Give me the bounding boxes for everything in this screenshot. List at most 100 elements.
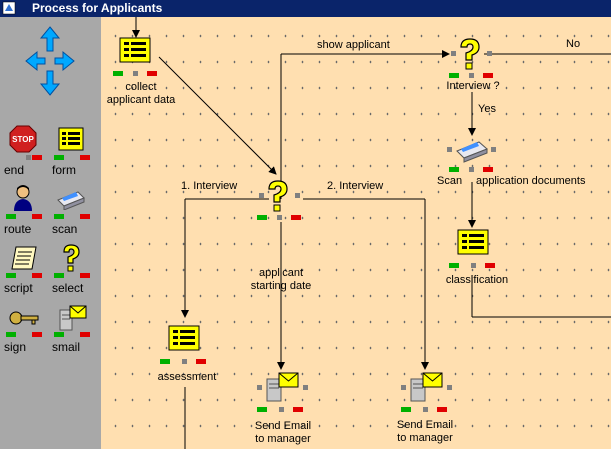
connector-handle [279,407,284,412]
tool-label: sign [4,340,27,354]
connector-handle [133,71,138,76]
connection-lines [132,17,611,449]
connector-handle [447,385,452,390]
fail-indicator [80,214,90,219]
node-label: to manager [397,432,453,444]
fail-indicator [483,73,493,78]
connector-handle [469,167,474,172]
connector-handle [469,73,474,78]
ok-indicator [6,332,16,337]
node-label: application documents [476,175,586,187]
server-mail-icon [59,305,87,331]
fail-indicator [32,214,42,219]
node-label: Scan [437,175,463,187]
node-label: Send Email [254,420,312,432]
fail-indicator [291,215,301,220]
script-scroll-icon [11,246,37,270]
connector-handle [401,385,406,390]
node-label: applicant data [106,94,176,106]
question-mark-icon [268,180,288,212]
person-icon [14,185,32,211]
ok-indicator [54,155,64,160]
form-icon [119,37,151,63]
question-mark-icon [63,244,80,272]
tool-end[interactable]: STOP end [4,125,44,185]
pan-arrows-icon[interactable] [24,25,76,97]
connector-handle [295,193,300,198]
connector-handle [451,51,456,56]
workflow-canvas[interactable]: collect applicant data show applicant No… [101,17,611,449]
node-label: collect [125,81,157,93]
form-icon [168,325,200,351]
fail-indicator [80,155,90,160]
tool-label: end [4,163,25,177]
ok-indicator [449,167,459,172]
scanner-icon [57,191,85,210]
form-icon [58,127,84,151]
fail-indicator [80,332,90,337]
node-label: Interview ? [446,80,500,92]
ok-indicator [113,71,123,76]
fail-indicator [32,273,42,278]
tool-label: select [52,281,84,295]
tool-label: form [52,163,76,177]
ok-indicator [54,332,64,337]
tool-label: script [4,281,33,295]
ok-indicator [449,73,459,78]
stop-sign-icon: STOP [9,125,37,153]
edge-label-show-applicant: show applicant [317,39,390,51]
node-label: to manager [255,433,311,445]
tool-select[interactable]: select [52,243,92,303]
connector-handle [257,385,262,390]
node-label: Send Email [396,419,454,431]
ok-indicator [401,407,411,412]
connector-handle [259,193,264,198]
stop-text: STOP [12,135,34,144]
connector-handle [182,359,187,364]
app-icon [2,1,16,15]
connector-handle [491,147,496,152]
scanner-icon [456,141,488,163]
edge-label-no: No [566,38,581,50]
connector-handle [303,385,308,390]
key-icon [9,311,39,325]
title-bar: Process for Applicants [0,0,611,17]
tool-label: scan [52,222,78,236]
ok-indicator [449,263,459,268]
fail-indicator [147,71,157,76]
connector-handle [26,155,31,160]
tool-scan[interactable]: scan [52,184,92,244]
fail-indicator [437,407,447,412]
window-title: Process for Applicants [32,1,163,15]
connector-handle [471,263,476,268]
connector-handle [487,51,492,56]
edge-label: starting date [250,280,312,292]
fail-indicator [293,407,303,412]
ok-indicator [54,214,64,219]
ok-indicator [257,215,267,220]
question-mark-icon [460,38,480,70]
tool-form[interactable]: form [52,125,92,185]
edge-label-interview-2: 2. Interview [327,180,384,192]
fail-indicator [80,273,90,278]
node-label: assessment [157,371,217,383]
tool-smail[interactable]: smail [52,302,92,362]
server-mail-icon [266,372,299,402]
tool-label: smail [52,340,81,354]
connector-handle [277,215,282,220]
fail-indicator [32,155,42,160]
tool-script[interactable]: script [4,243,44,303]
tool-route[interactable]: route [4,184,44,244]
fail-indicator [196,359,206,364]
connector-handle [423,407,428,412]
fail-indicator [32,332,42,337]
edge-label: applicant [258,267,304,279]
tool-sign[interactable]: sign [4,302,44,362]
edge-label-yes: Yes [478,103,496,115]
tool-palette: STOP end form route [0,17,102,449]
node-label: classification [445,274,509,286]
ok-indicator [54,273,64,278]
server-mail-icon [410,372,443,402]
form-icon [457,229,489,255]
ok-indicator [257,407,267,412]
